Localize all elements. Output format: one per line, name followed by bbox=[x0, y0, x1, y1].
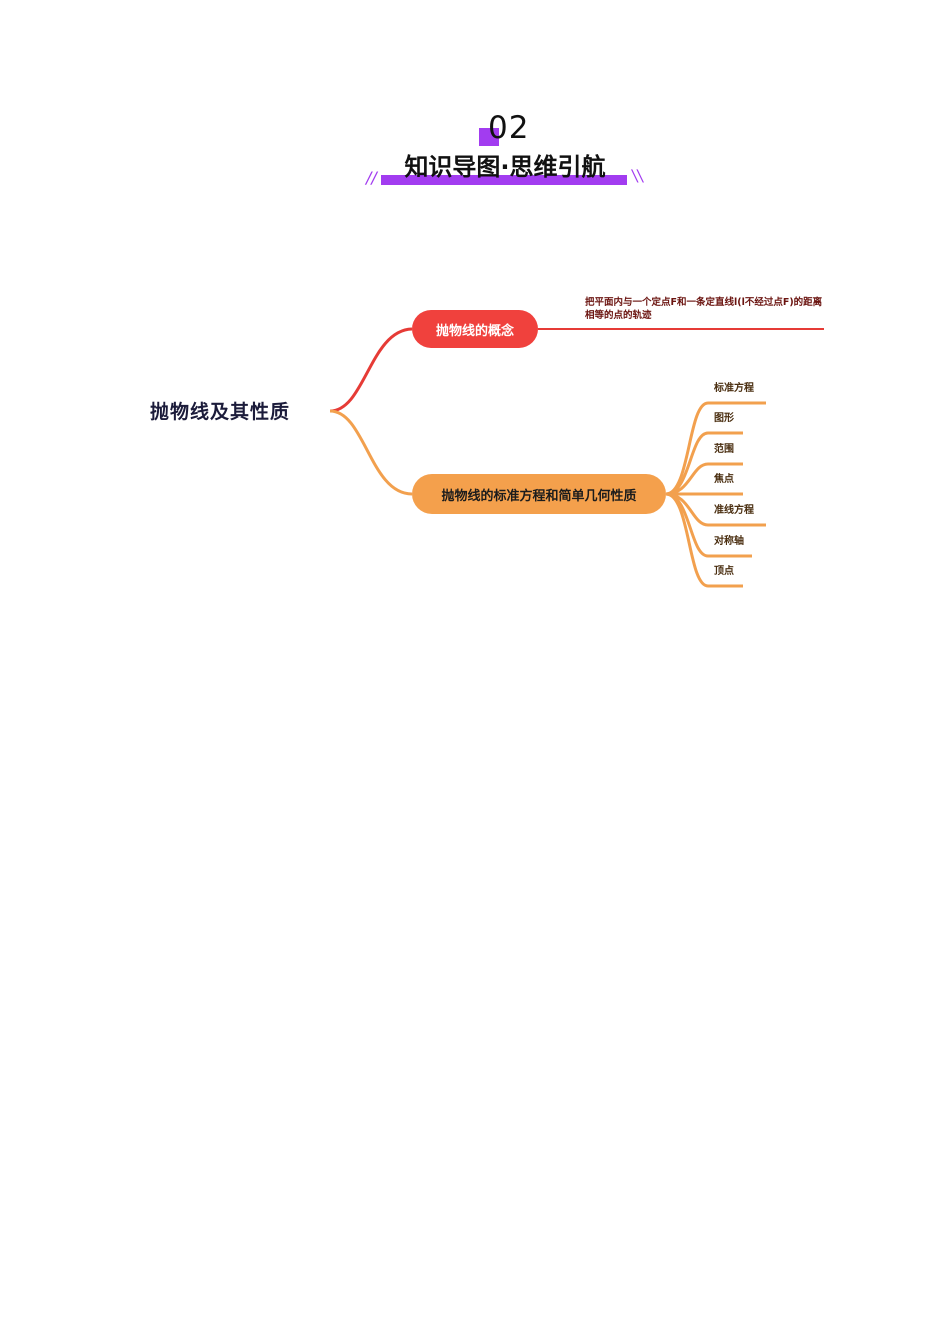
leaf-focus: 焦点 bbox=[714, 474, 734, 485]
connector-root-equation bbox=[329, 409, 413, 496]
mindmap-root: 抛物线及其性质 bbox=[150, 401, 291, 423]
leaf-standard-equation: 标准方程 bbox=[714, 383, 754, 394]
leaf-vertex: 顶点 bbox=[714, 566, 734, 577]
leaf-directrix: 准线方程 bbox=[714, 505, 754, 516]
leaf-range: 范围 bbox=[714, 444, 734, 455]
title-highlight-bar bbox=[381, 175, 627, 185]
connector-root-concept bbox=[329, 327, 413, 413]
branch-node-equation-properties: 抛物线的标准方程和简单几何性质 bbox=[412, 474, 666, 514]
connector-equation-leaves bbox=[665, 401, 766, 588]
section-number: 02 bbox=[488, 110, 530, 146]
left-slash-decoration: // bbox=[366, 168, 377, 187]
definition-text: 把平面内与一个定点F和一条定直线l(l不经过点F)的距离相等的点的轨迹 bbox=[585, 297, 823, 321]
leaf-graph: 图形 bbox=[714, 413, 734, 424]
number-accent-block bbox=[479, 128, 499, 146]
section-header: 02 知识导图·思维引航 // \\ bbox=[0, 0, 950, 200]
branch-node-concept: 抛物线的概念 bbox=[412, 310, 538, 348]
leaf-axis-of-symmetry: 对称轴 bbox=[714, 536, 744, 547]
section-title: 知识导图·思维引航 bbox=[404, 153, 606, 181]
